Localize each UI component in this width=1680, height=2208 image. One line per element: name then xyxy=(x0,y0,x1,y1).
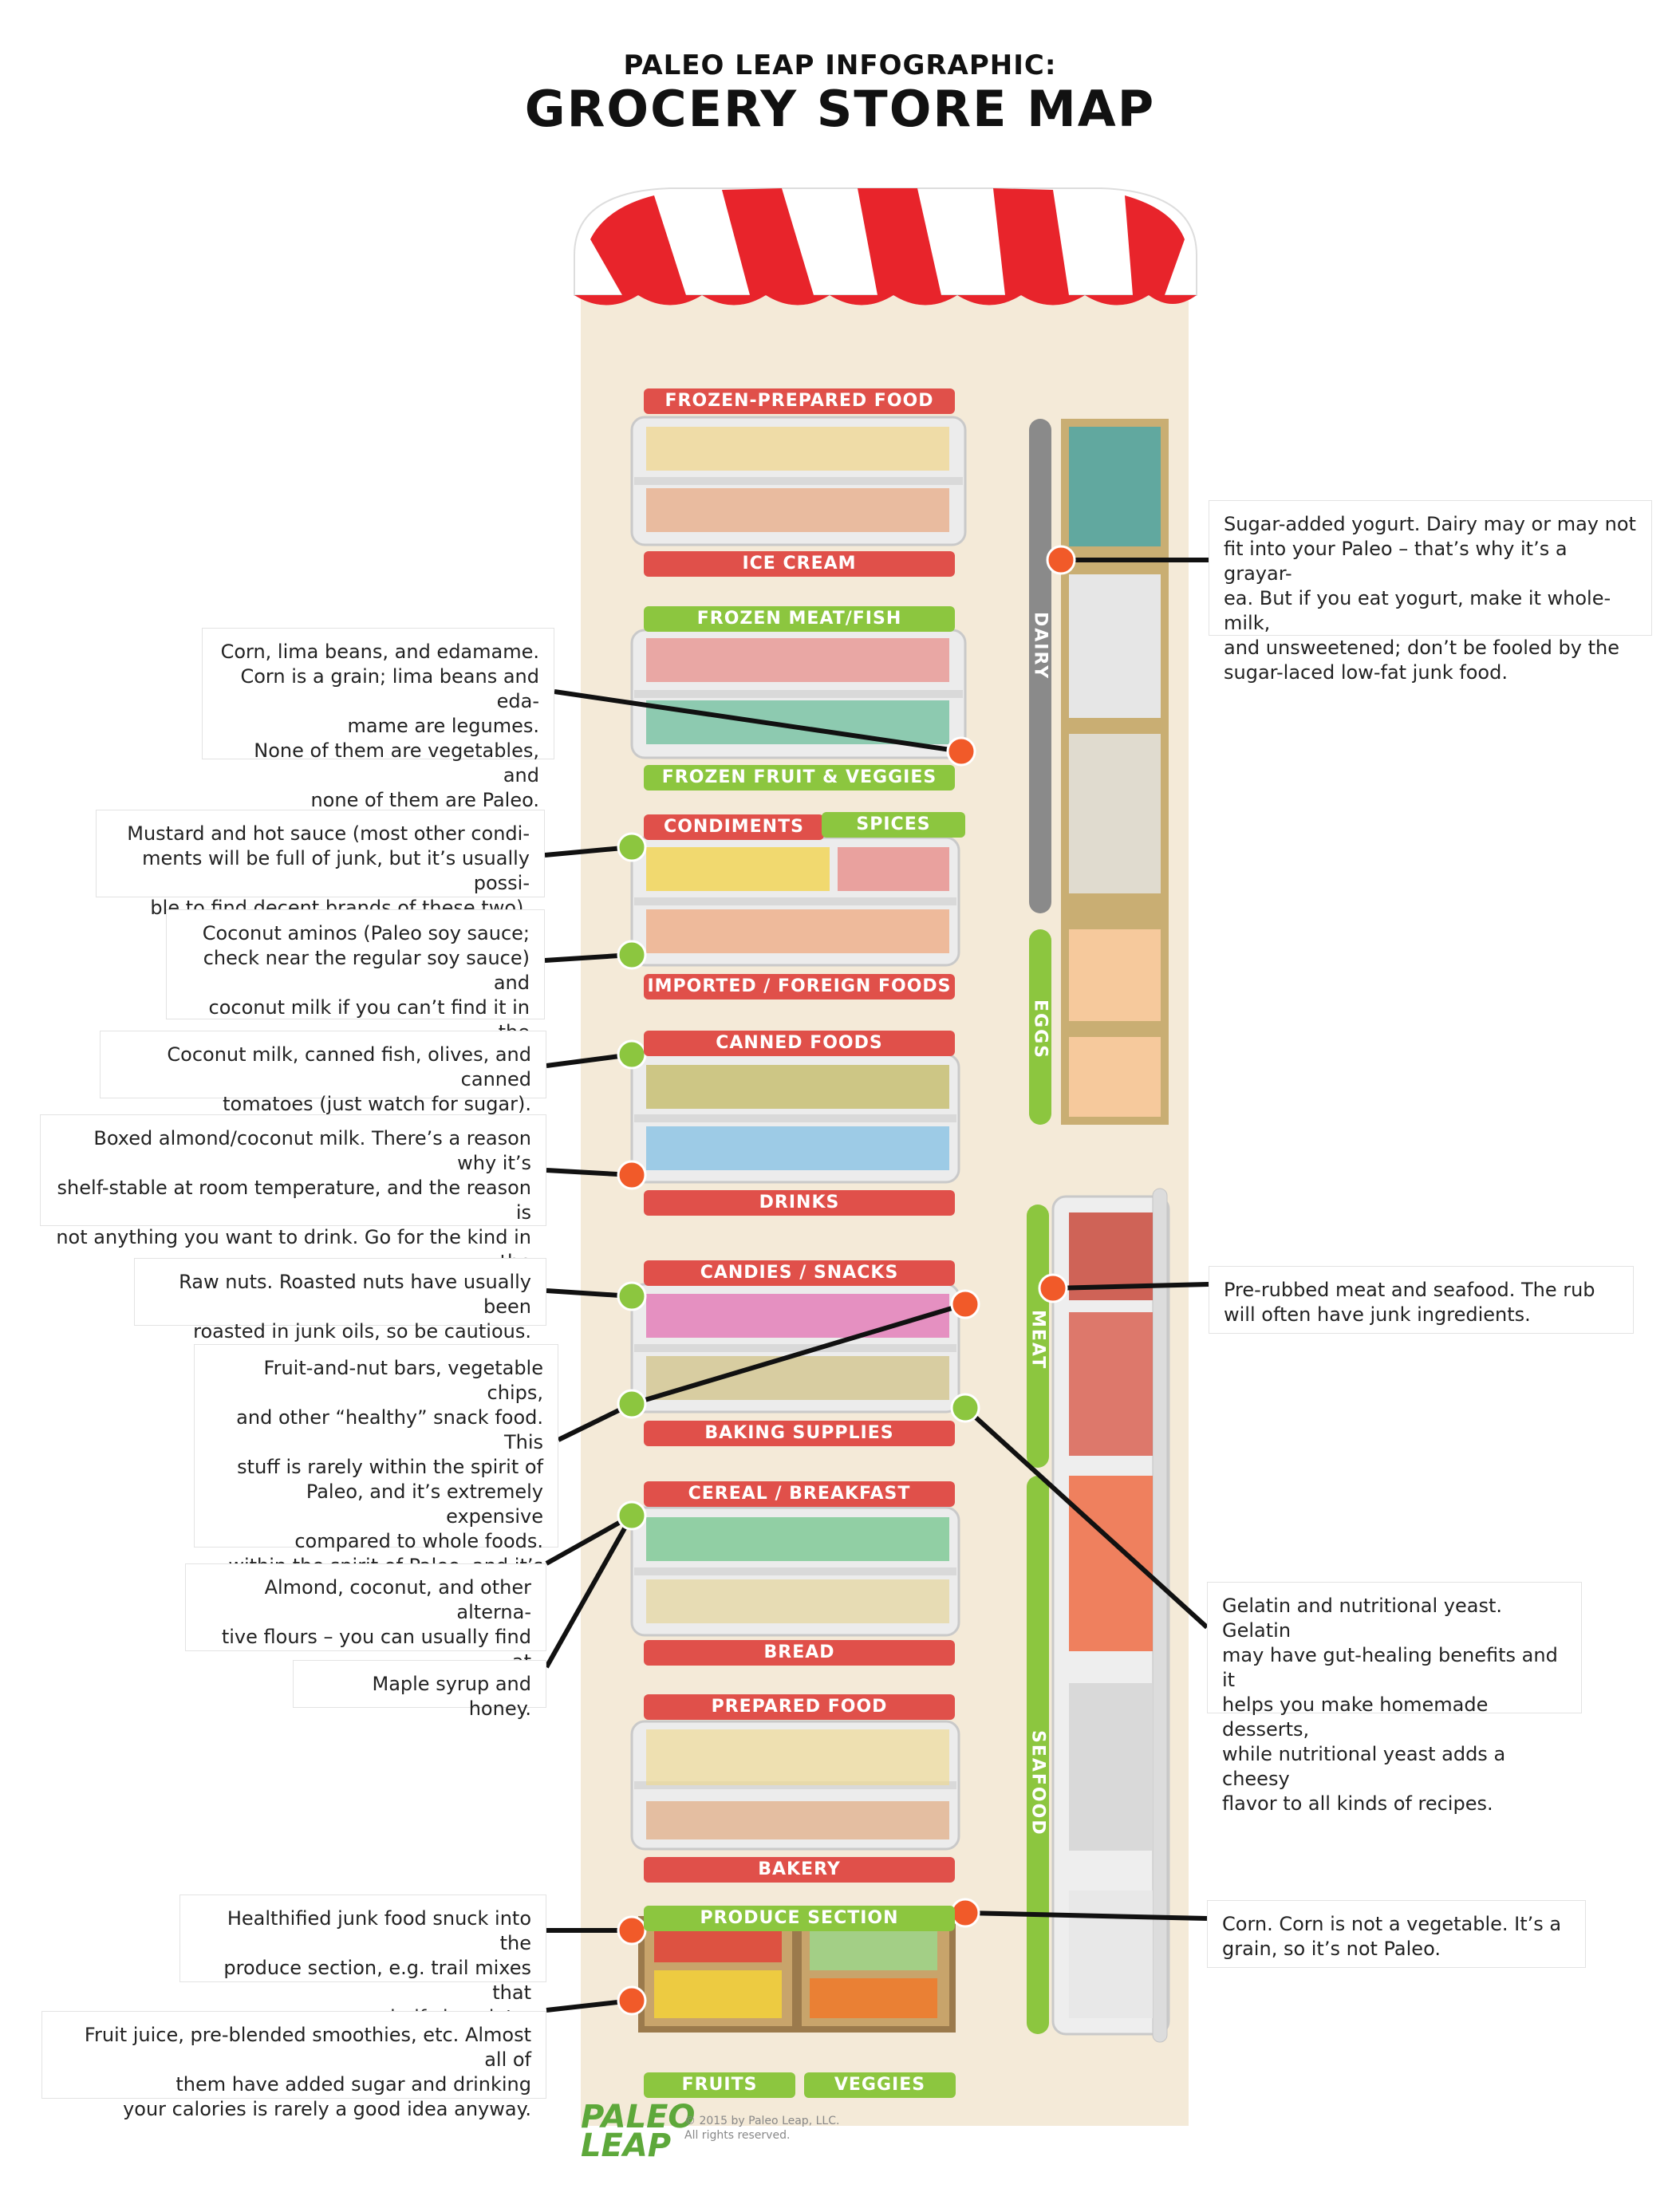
note-corn: Corn. Corn is not a vegetable. It’s a gr… xyxy=(1207,1900,1586,1968)
note-flours: Almond, coconut, and other alterna- tive… xyxy=(185,1563,546,1697)
label-imported: IMPORTED / FOREIGN FOODS xyxy=(644,974,955,1000)
dot-yogurt xyxy=(1046,545,1076,575)
note-healthified: Healthified junk food snuck into the pro… xyxy=(179,1895,546,2029)
dot-juice xyxy=(617,1985,647,2016)
dot-gelatin xyxy=(950,1393,980,1423)
note-canned: Coconut milk, canned fish, olives, and c… xyxy=(100,1031,546,1115)
note-raw-nuts: Raw nuts. Roasted nuts have usually been… xyxy=(134,1258,546,1343)
note-bars: Fruit-and-nut bars, vegetable chips, and… xyxy=(194,1344,558,1651)
note-corn-lima: Corn, lima beans, and edamame. Corn is a… xyxy=(202,628,554,811)
logo-bottom-text: LEAP xyxy=(581,2127,672,2164)
label-prepared: PREPARED FOOD xyxy=(644,1694,955,1720)
label-frozen-prepared: FROZEN-PREPARED FOOD xyxy=(644,388,955,414)
label-canned: CANNED FOODS xyxy=(644,1031,955,1056)
label-frozen-fruit: FROZEN FRUIT & VEGGIES xyxy=(644,765,955,791)
dot-bars xyxy=(950,1289,980,1319)
label-dairy: DAIRY xyxy=(1030,612,1051,680)
label-spices: SPICES xyxy=(822,812,965,838)
label-bread: BREAD xyxy=(644,1640,955,1666)
dot-flours xyxy=(617,1389,647,1419)
awning xyxy=(574,187,1197,306)
infographic-subtitle: PALEO LEAP INFOGRAPHIC: xyxy=(623,49,1057,81)
note-aminos: Coconut aminos (Paleo soy sauce; check n… xyxy=(166,909,545,1068)
label-bakery: BAKERY xyxy=(644,1857,955,1883)
label-baking: BAKING SUPPLIES xyxy=(644,1421,955,1446)
label-eggs: EGGS xyxy=(1030,999,1051,1059)
dot-aminos xyxy=(617,940,647,970)
copyright-line: © 2015 by Paleo Leap, LLC. xyxy=(684,2115,840,2127)
dot-boxed-milk xyxy=(617,1160,647,1190)
label-cereal: CEREAL / BREAKFAST xyxy=(644,1481,955,1507)
note-prerubbed: Pre-rubbed meat and seafood. The rub wil… xyxy=(1209,1266,1634,1334)
label-veggies: VEGGIES xyxy=(804,2072,956,2098)
note-boxed-milk: Boxed almond/coconut milk. There’s a rea… xyxy=(40,1114,546,1298)
label-frozen-meat: FROZEN MEAT/FISH xyxy=(644,606,955,632)
produce-stands xyxy=(638,1916,956,2033)
dot-corn xyxy=(950,1898,980,1928)
label-produce: PRODUCE SECTION xyxy=(644,1906,955,1931)
label-drinks: DRINKS xyxy=(644,1190,955,1216)
dot-prerubbed xyxy=(1038,1273,1068,1303)
note-yogurt: Sugar-added yogurt. Dairy may or may not… xyxy=(1209,500,1652,684)
dot-mustard xyxy=(617,832,647,862)
callout-dots xyxy=(617,545,1076,2016)
note-maple: Maple syrup and honey. xyxy=(293,1660,546,1720)
logo-top-text: PALEO xyxy=(581,2099,696,2135)
paleo-leap-logo: PALEO LEAP xyxy=(581,2099,696,2164)
infographic-title: GROCERY STORE MAP xyxy=(524,80,1156,138)
note-mustard: Mustard and hot sauce (most other condi-… xyxy=(96,810,545,919)
label-ice-cream: ICE CREAM xyxy=(644,551,955,577)
copyright: © 2015 by Paleo Leap, LLC. All rights re… xyxy=(684,2114,839,2143)
dot-raw-nuts xyxy=(617,1281,647,1311)
dairy-bar xyxy=(1029,419,1051,913)
products xyxy=(646,427,949,1839)
label-meat: MEAT xyxy=(1027,1310,1048,1370)
dot-canned xyxy=(617,1039,647,1070)
meat-bar xyxy=(1027,1205,1049,1468)
eggs-bar xyxy=(1029,929,1051,1125)
note-gelatin: Gelatin and nutritional yeast. Gelatin m… xyxy=(1207,1582,1582,1815)
note-juice: Fruit juice, pre-blended smoothies, etc.… xyxy=(41,2011,546,2120)
label-condiments: CONDIMENTS xyxy=(644,814,824,840)
label-fruits: FRUITS xyxy=(644,2072,795,2098)
dot-maple xyxy=(617,1500,647,1531)
dairy-shelf xyxy=(1061,419,1169,1125)
rights-line: All rights reserved. xyxy=(684,2129,791,2142)
label-seafood: SEAFOOD xyxy=(1027,1729,1048,1836)
seafood-bar xyxy=(1027,1476,1049,2034)
dot-healthified xyxy=(617,1915,647,1946)
label-candies: CANDIES / SNACKS xyxy=(644,1260,955,1286)
dot-corn-lima xyxy=(946,736,976,767)
